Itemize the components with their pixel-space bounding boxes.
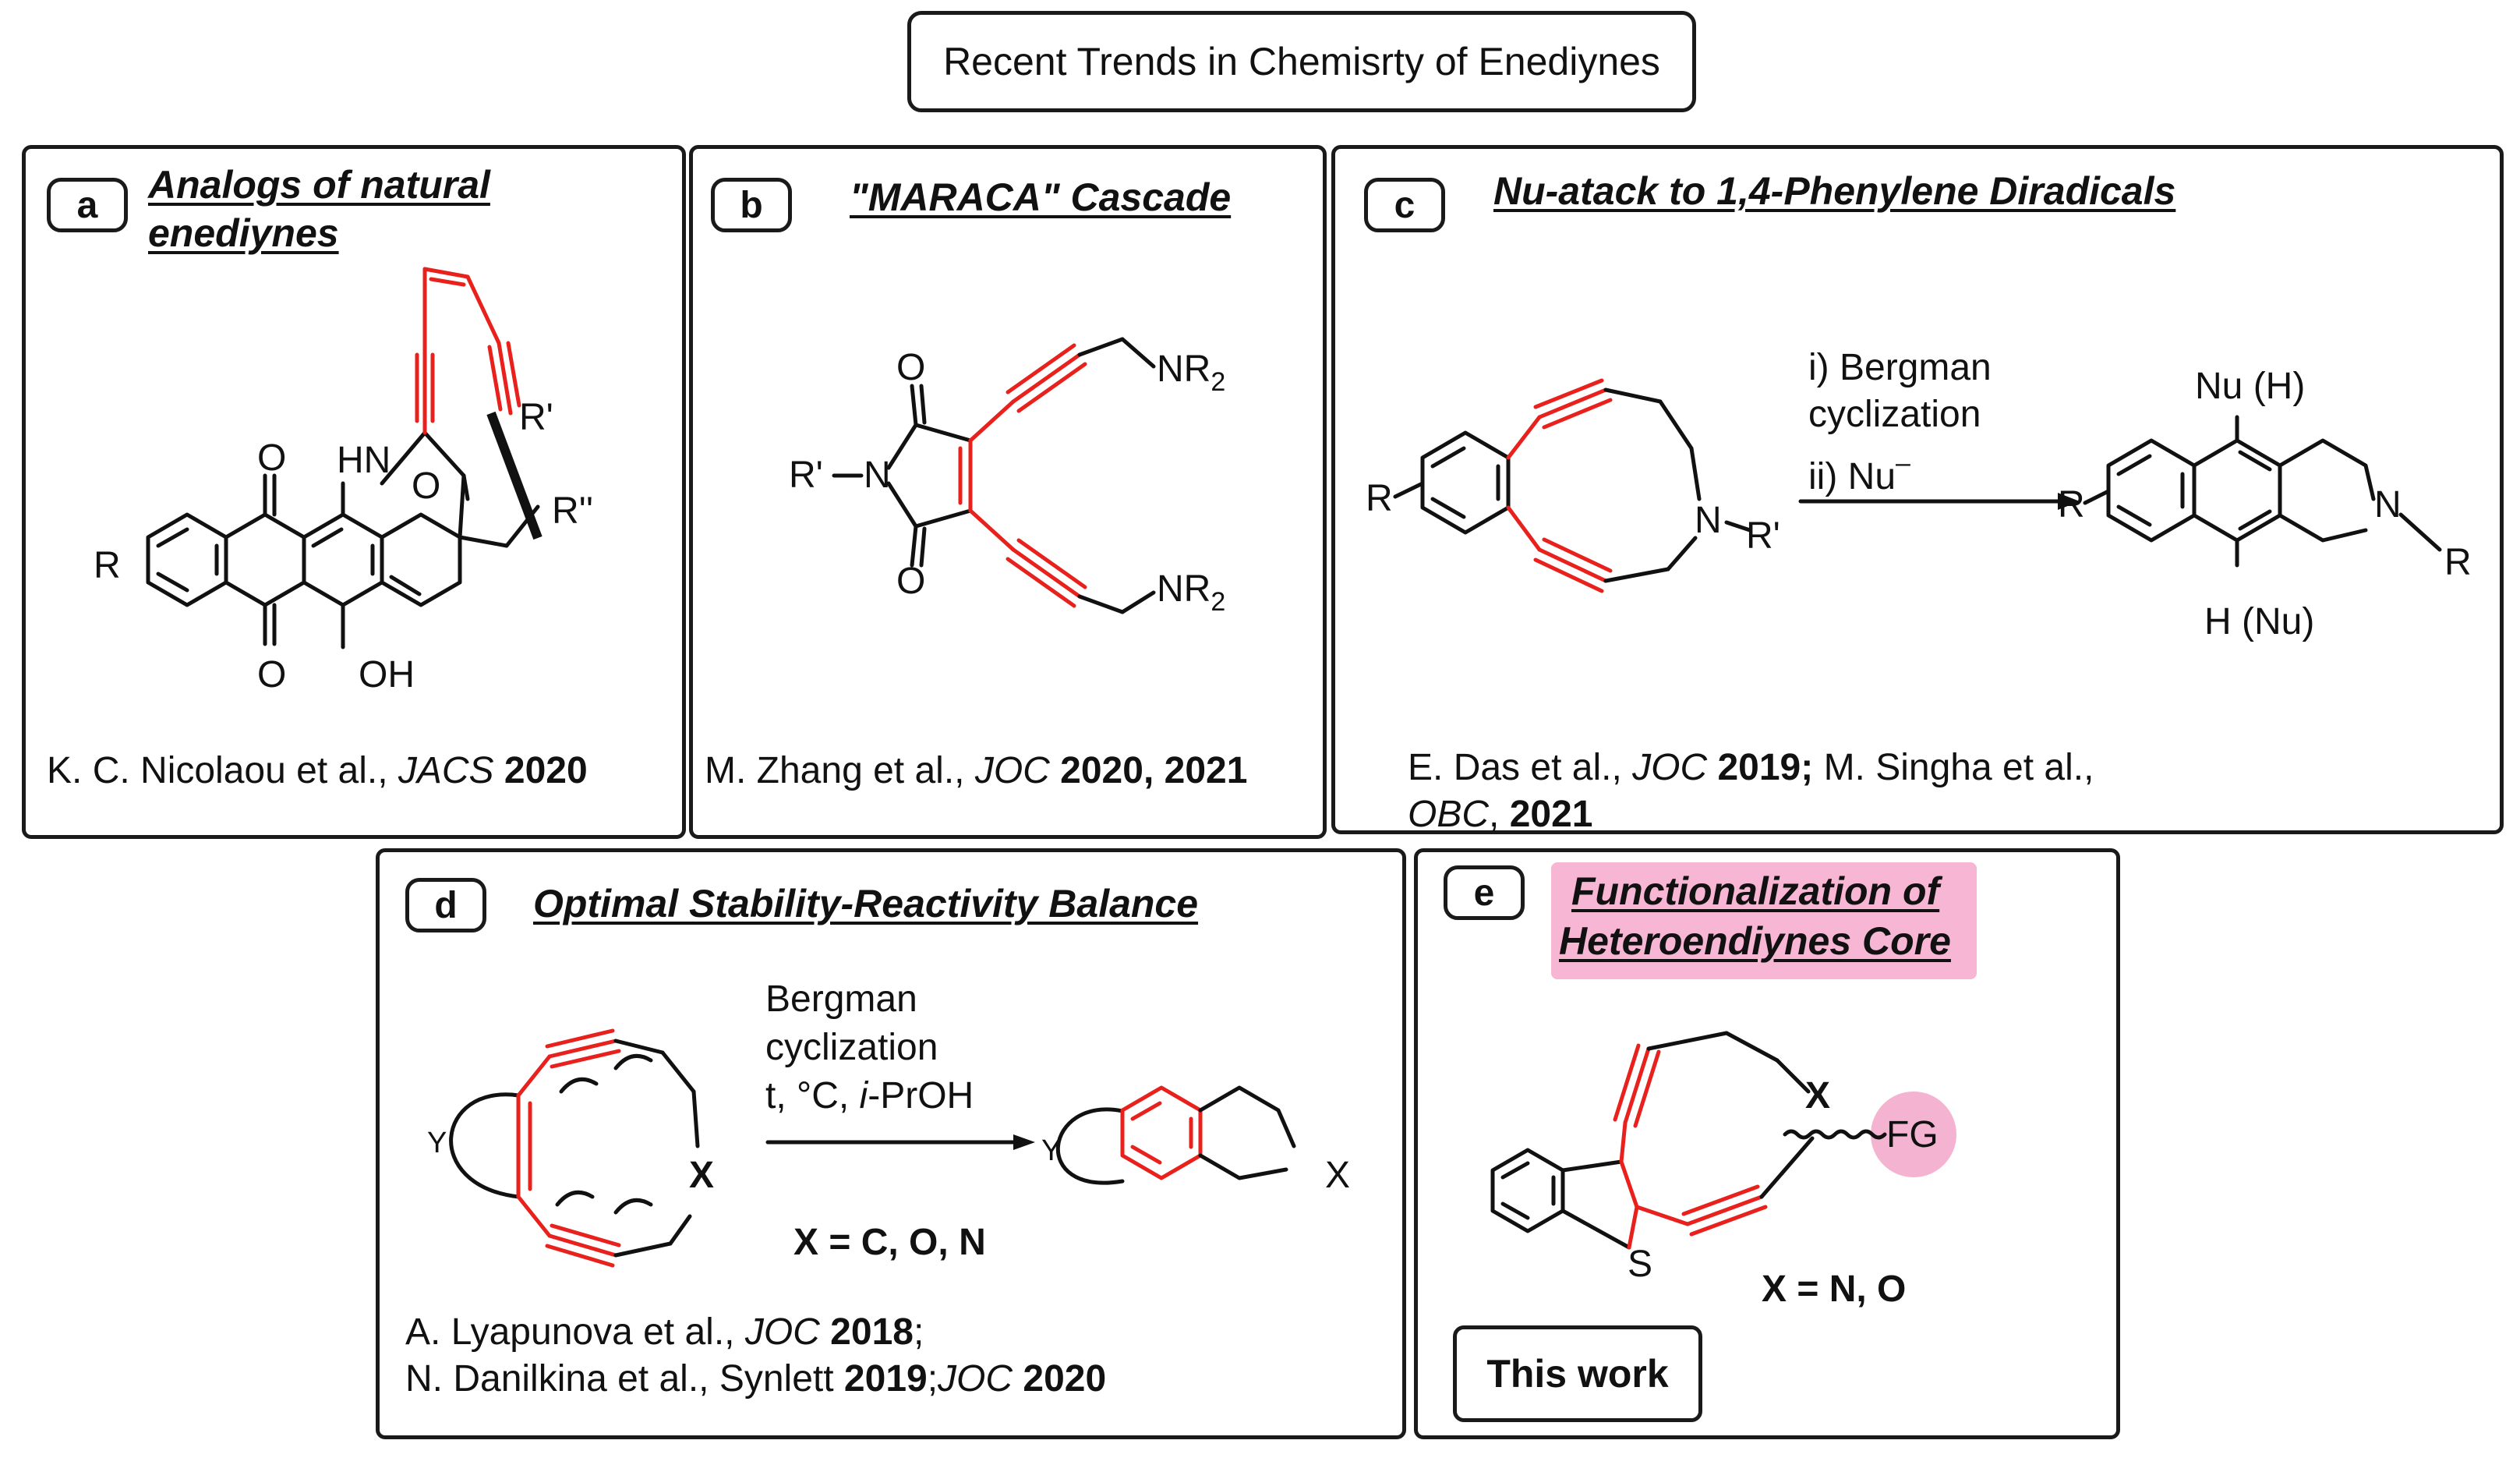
- panel-c-atom-nu-h: Nu (H): [2195, 366, 2306, 407]
- panel-c-atom-n: N: [1695, 500, 1722, 541]
- panel-b-atom-n: N: [864, 455, 891, 496]
- panel-b-letter: b: [711, 178, 792, 232]
- panel-d-letter: d: [405, 878, 486, 932]
- panel-c-reference-line1: E. Das et al., JOC 2019; M. Singha et al…: [1408, 747, 2094, 788]
- panel-e-x-equals: X = N, O: [1762, 1269, 1907, 1310]
- panel-a-ref-year: 2020: [493, 750, 588, 791]
- panel-a-atom-r-prime: R': [519, 397, 553, 438]
- panel-d-reference-line2: N. Danilkina et al., Synlett 2019;JOC 20…: [405, 1358, 1107, 1400]
- panel-d-arrow-line1: Bergman: [765, 978, 917, 1020]
- panel-d-atom-y2: Y: [1041, 1134, 1062, 1167]
- panel-e-title-line1: Functionalization of: [1571, 869, 1940, 913]
- panel-d-reference-line1: A. Lyapunova et al., JOC 2018;: [405, 1311, 924, 1353]
- panel-b-atom-o-top: O: [896, 347, 926, 388]
- this-work-badge: This work: [1453, 1325, 1702, 1422]
- panel-d-title: Optimal Stability-Reactivity Balance: [533, 882, 1199, 925]
- panel-d-arrow-line2: cyclization: [765, 1027, 938, 1068]
- panel-d-arrow-line3: t, °C, i-PrOH: [765, 1075, 974, 1116]
- panel-b-atom-nr2-bottom: NR2: [1157, 568, 1226, 617]
- panel-d-atom-x2: X: [1325, 1155, 1351, 1196]
- panel-d-atom-x1: X: [689, 1155, 715, 1196]
- panel-a-ref-journal: JACS: [398, 750, 494, 791]
- panel-c: [1331, 145, 2504, 834]
- panel-b-title: "MARACA" Cascade: [850, 175, 1232, 219]
- panel-a-atom-o-bridge: O: [412, 465, 441, 507]
- panel-a-reference: K. C. Nicolaou et al., JACS 2020: [47, 747, 588, 795]
- panel-c-atom-r: R: [1366, 478, 1393, 519]
- panel-c-atom-r-product: R: [2058, 484, 2085, 525]
- panel-c-reference-line2: OBC, 2021: [1408, 794, 1593, 835]
- panel-d-x-equals: X = C, O, N: [793, 1222, 986, 1263]
- panel-c-letter: c: [1364, 178, 1445, 232]
- panel-e-atom-x: X: [1805, 1075, 1831, 1116]
- panel-e-letter: e: [1444, 865, 1525, 920]
- panel-b-reference: M. Zhang et al., JOC 2020, 2021: [705, 747, 1247, 795]
- panel-a-letter: a: [47, 178, 128, 232]
- panel-a-atom-oh: OH: [359, 654, 415, 695]
- panel-c-arrow-line1: i) Bergman: [1808, 347, 1992, 388]
- panel-b-atom-nr2-top: NR2: [1157, 349, 1226, 397]
- panel-b-ref-journal: JOC: [974, 750, 1050, 791]
- panel-a-atom-hn: HN: [337, 440, 391, 481]
- panel-e-atom-fg: FG: [1886, 1114, 1939, 1155]
- panel-d: [376, 848, 1406, 1439]
- panel-a-atom-r: R: [94, 545, 121, 586]
- panel-e-atom-s: S: [1628, 1244, 1653, 1285]
- panel-a-atom-o-bottom: O: [257, 654, 287, 695]
- panel-b-ref-year: 2020, 2021: [1049, 750, 1248, 791]
- panel-c-arrow-line3: ii) Nu–: [1808, 448, 1910, 497]
- panel-c-atom-h-nu: H (Nu): [2204, 601, 2315, 642]
- panel-b-atom-o-bottom: O: [896, 561, 926, 602]
- panel-c-atom-r-product2: R: [2444, 542, 2472, 583]
- panel-c-atom-n-product: N: [2374, 484, 2402, 525]
- panel-d-atom-y1: Y: [427, 1127, 447, 1159]
- panel-a-atom-r-double-prime: R'': [552, 490, 593, 532]
- panel-a-title-line2: enediynes: [148, 211, 339, 255]
- panel-c-arrow-line2: cyclization: [1808, 394, 1981, 435]
- panel-e-title-highlight: [1551, 862, 1977, 979]
- panel-e-title-line2: Heteroendiynes Core: [1559, 919, 1951, 963]
- panel-b-ref-authors: M. Zhang et al.,: [705, 750, 975, 791]
- panel-b: [689, 145, 1327, 839]
- figure-title-box: Recent Trends in Chemisrty of Enediynes: [907, 11, 1696, 112]
- panel-b-atom-r-prime: R': [789, 455, 823, 496]
- panel-a-ref-authors: K. C. Nicolaou et al.,: [47, 750, 398, 791]
- panel-c-atom-r-prime: R': [1746, 515, 1780, 557]
- panel-a-title-line1: Analogs of natural: [148, 163, 490, 207]
- panel-a: [22, 145, 686, 839]
- panel-a-atom-o-top: O: [257, 437, 287, 479]
- figure-title: Recent Trends in Chemisrty of Enediynes: [943, 40, 1660, 83]
- panel-c-title: Nu-atack to 1,4-Phenylene Diradicals: [1493, 169, 2176, 213]
